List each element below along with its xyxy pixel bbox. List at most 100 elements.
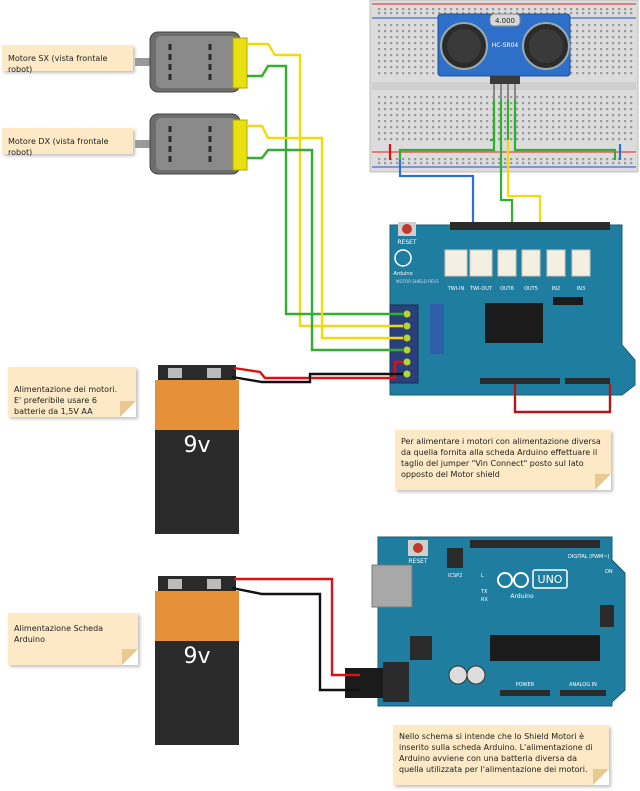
breadboard-hole [492,8,495,11]
breadboard-hole [408,12,411,15]
breadboard-hole [582,30,585,33]
breadboard-hole [438,126,441,129]
note-board-power-text: Alimentazione Scheda Arduino [14,624,104,644]
breadboard-hole [618,60,621,63]
breadboard-hole [528,162,531,165]
breadboard-hole [576,42,579,45]
breadboard-hole [468,120,471,123]
breadboard-hole [420,158,423,161]
breadboard-hole [570,24,573,27]
breadboard-hole [414,158,417,161]
breadboard-hole [624,8,627,11]
breadboard-hole [384,162,387,165]
breadboard-hole [438,158,441,161]
breadboard-hole [588,126,591,129]
breadboard-hole [600,162,603,165]
breadboard-hole [582,8,585,11]
breadboard-hole [540,8,543,11]
breadboard-hole [606,138,609,141]
breadboard-hole [588,162,591,165]
breadboard-hole [420,96,423,99]
breadboard-hole [624,138,627,141]
note-fold-icon [593,769,609,785]
breadboard-hole [528,8,531,11]
breadboard-hole [426,48,429,51]
breadboard-hole [420,8,423,11]
breadboard-hole [510,120,513,123]
breadboard-hole [384,66,387,69]
breadboard-hole [630,54,633,57]
breadboard-hole [630,60,633,63]
breadboard-hole [396,114,399,117]
breadboard-hole [426,108,429,111]
breadboard-hole [540,96,543,99]
breadboard-hole [624,120,627,123]
breadboard-hole [408,120,411,123]
breadboard-hole [522,126,525,129]
breadboard-hole [630,96,633,99]
breadboard-hole [600,30,603,33]
breadboard-hole [630,42,633,45]
breadboard-hole [624,54,627,57]
breadboard-hole [414,66,417,69]
breadboard-hole [540,120,543,123]
motor-left [135,31,248,93]
breadboard-hole [552,102,555,105]
breadboard-hole [468,114,471,117]
breadboard-hole [414,48,417,51]
breadboard-hole [630,72,633,75]
breadboard-hole [600,72,603,75]
breadboard-hole [618,96,621,99]
breadboard-hole [378,120,381,123]
breadboard-hole [480,120,483,123]
breadboard-hole [612,12,615,15]
breadboard-hole [552,138,555,141]
breadboard-hole [396,12,399,15]
breadboard-hole [462,12,465,15]
breadboard-hole [606,54,609,57]
breadboard-hole [564,8,567,11]
breadboard-hole [426,24,429,27]
breadboard-hole [540,158,543,161]
breadboard-hole [396,138,399,141]
breadboard-hole [516,158,519,161]
breadboard-hole [456,162,459,165]
uno-l-label: L [481,573,484,579]
breadboard-hole [624,72,627,75]
breadboard-hole [516,8,519,11]
breadboard-hole [558,12,561,15]
ultrasonic-sensor: 4.000 HC-SR04 [437,13,571,100]
breadboard-hole [390,24,393,27]
breadboard-hole [540,108,543,111]
breadboard-hole [612,158,615,161]
breadboard-hole [570,60,573,63]
breadboard-hole [408,24,411,27]
breadboard-hole [624,96,627,99]
breadboard-hole [534,132,537,135]
breadboard-hole [414,42,417,45]
motor-wires [247,42,403,352]
breadboard-hole [552,114,555,117]
breadboard-hole [546,158,549,161]
breadboard-hole [510,96,513,99]
breadboard-hole [450,12,453,15]
breadboard-hole [576,36,579,39]
breadboard-hole [462,120,465,123]
breadboard-hole [408,102,411,105]
breadboard-hole [408,8,411,11]
breadboard-hole [450,126,453,129]
breadboard-hole [582,36,585,39]
breadboard-hole [402,54,405,57]
breadboard-hole [630,120,633,123]
breadboard-hole [600,158,603,161]
breadboard-hole [420,102,423,105]
breadboard-hole [594,96,597,99]
breadboard-hole [378,48,381,51]
breadboard-hole [396,96,399,99]
breadboard-hole [612,48,615,51]
breadboard-hole [468,102,471,105]
breadboard-hole [546,126,549,129]
uno-tx-label: TX [480,589,488,595]
breadboard-hole [552,12,555,15]
breadboard-hole [426,60,429,63]
